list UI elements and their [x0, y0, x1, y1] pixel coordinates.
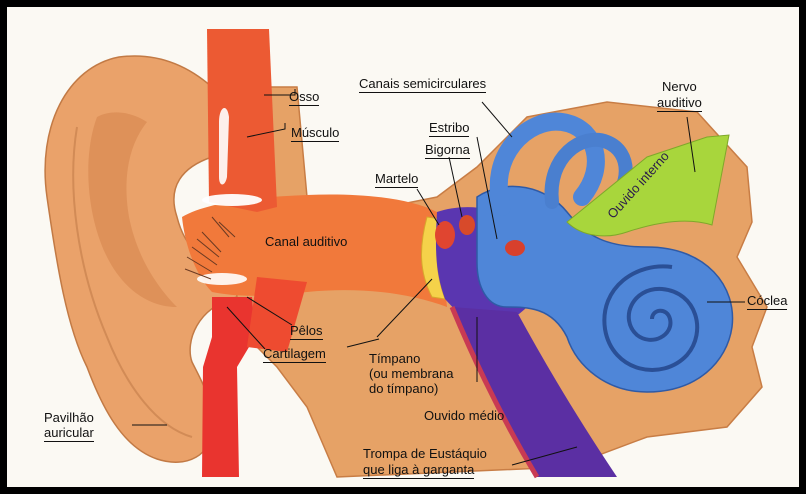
- label-timpano-line2: (ou membrana: [369, 367, 454, 381]
- label-ouvido-medio: Ouvido médio: [424, 409, 504, 423]
- label-canais-semicirculares: Canais semicirculares: [359, 77, 486, 93]
- bone-white-gap: [202, 194, 262, 206]
- label-nervo-line2: auditivo: [657, 96, 702, 112]
- stapes-ossicle: [505, 240, 525, 256]
- label-martelo: Martelo: [375, 172, 418, 188]
- label-pavilhao-line2: auricular: [44, 426, 94, 442]
- label-cartilagem: Cartilagem: [263, 347, 326, 363]
- label-bigorna: Bigorna: [425, 143, 470, 159]
- label-estribo: Estribo: [429, 121, 469, 137]
- label-canal-auditivo: Canal auditivo: [265, 235, 347, 249]
- cartilage-white-gap: [197, 273, 247, 285]
- label-trompa-line2: que liga à garganta: [363, 463, 474, 479]
- artery: [202, 297, 255, 477]
- malleus-ossicle: [435, 221, 455, 249]
- auditory-canal: [182, 195, 447, 307]
- label-pavilhao-line1: Pavilhão: [44, 411, 94, 425]
- label-musculo: Músculo: [291, 126, 339, 142]
- bone-column: [207, 29, 277, 212]
- label-coclea: Cóclea: [747, 294, 787, 310]
- label-nervo-line1: Nervo: [662, 80, 697, 94]
- label-timpano-line1: Tímpano: [369, 352, 420, 366]
- label-trompa-line1: Trompa de Eustáquio: [363, 447, 487, 461]
- label-pelos: Pêlos: [290, 324, 323, 340]
- label-timpano-line3: do tímpano): [369, 382, 438, 396]
- label-osso: Osso: [289, 90, 319, 106]
- incus-ossicle: [459, 215, 475, 235]
